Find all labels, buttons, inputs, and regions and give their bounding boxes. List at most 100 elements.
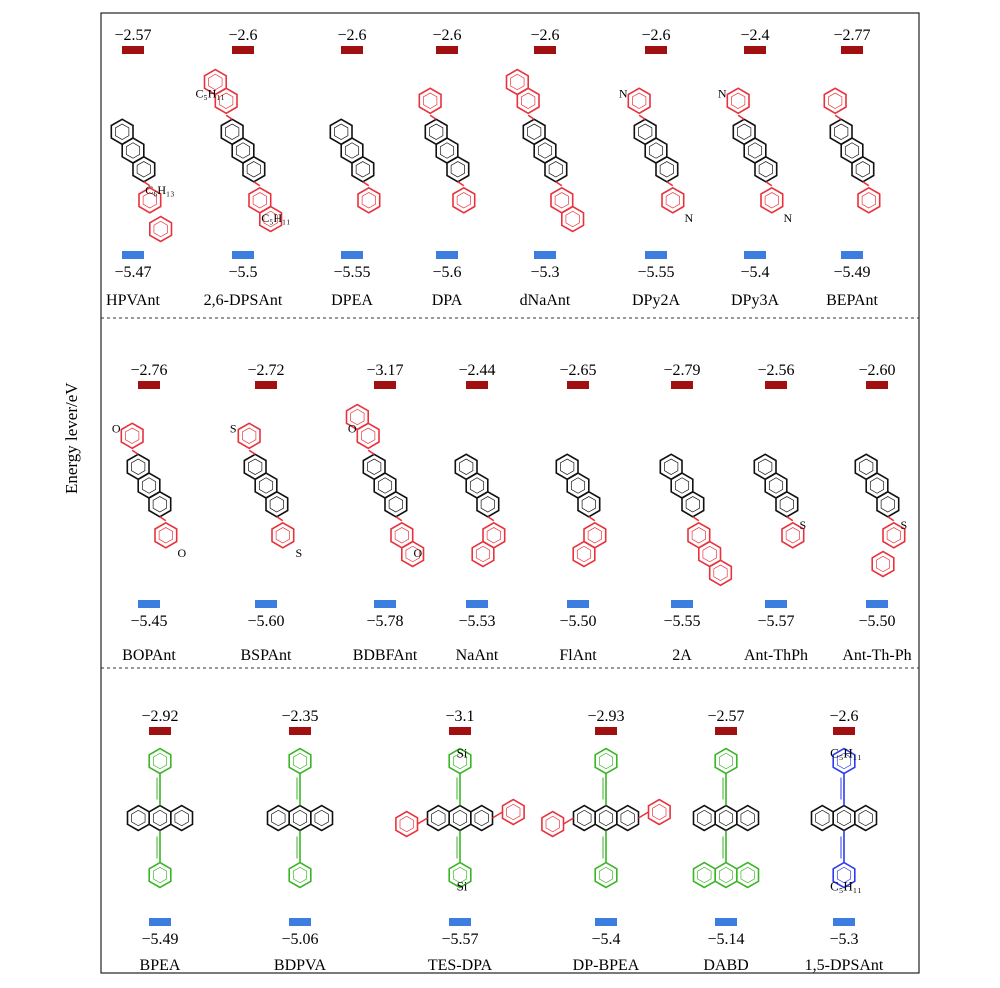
lumo-level-bar — [341, 46, 363, 54]
lumo-value: −2.44 — [458, 362, 495, 379]
aromatic-ring — [400, 540, 425, 568]
aromatic-ring — [876, 490, 900, 518]
aromatic-ring-inner — [474, 809, 489, 827]
aromatic-ring — [266, 804, 291, 832]
aromatic-ring — [775, 490, 799, 518]
substituent-label: C₅H₁₁ — [196, 86, 225, 100]
lumo-value: −2.76 — [130, 362, 167, 379]
lumo-value: −2.6 — [228, 27, 257, 44]
aromatic-ring — [309, 804, 334, 832]
aromatic-ring — [760, 186, 784, 214]
bond — [692, 516, 700, 522]
aromatic-ring-inner — [836, 752, 852, 770]
aromatic-ring-inner — [423, 92, 438, 109]
substituent-label: S — [900, 518, 907, 532]
aromatic-ring — [265, 490, 289, 518]
aromatic-ring-inner — [779, 496, 794, 513]
aromatic-ring — [288, 861, 312, 889]
bond — [555, 181, 563, 187]
homo-value: −5.3 — [530, 264, 559, 281]
lumo-value: −2.79 — [663, 362, 700, 379]
aromatic-ring-inner — [652, 803, 667, 821]
homo-level-bar — [449, 918, 471, 926]
aromatic-ring-inner — [456, 192, 471, 209]
aromatic-ring — [170, 804, 194, 832]
aromatic-ring-inner — [815, 809, 830, 827]
lumo-level-bar — [232, 46, 254, 54]
lumo-value: −2.4 — [740, 27, 769, 44]
aromatic-ring — [692, 861, 717, 889]
homo-level-bar — [595, 918, 617, 926]
aromatic-ring-inner — [576, 545, 592, 563]
aromatic-ring-inner — [664, 458, 679, 475]
aromatic-ring-inner — [174, 809, 189, 827]
aromatic-ring-inner — [271, 809, 286, 827]
molecule-name: HPVAnt — [106, 292, 161, 309]
aromatic-ring-inner — [834, 123, 849, 140]
substituent-label: C₆H₁₃ — [145, 183, 174, 197]
aromatic-ring-inner — [570, 477, 586, 494]
aromatic-ring-inner — [598, 752, 614, 770]
aromatic-ring — [148, 490, 172, 518]
aromatic-ring-inner — [334, 123, 349, 140]
bond — [367, 449, 375, 455]
aromatic-ring-inner — [861, 192, 876, 209]
aromatic-ring — [132, 155, 156, 183]
aromatic-ring-inner — [153, 220, 168, 238]
aromatic-ring-inner — [758, 161, 773, 178]
aromatic-ring — [754, 155, 778, 183]
bond — [225, 114, 233, 120]
aromatic-ring — [418, 87, 442, 115]
bond — [638, 811, 649, 819]
aromatic-ring-inner — [554, 192, 569, 209]
molecule-name: DABD — [703, 957, 748, 974]
lumo-level-bar — [436, 46, 458, 54]
lumo-level-bar — [765, 381, 787, 389]
aromatic-ring-inner — [527, 123, 542, 140]
aromatic-ring-inner — [152, 866, 168, 884]
lumo-level-bar — [534, 46, 556, 54]
aromatic-ring — [853, 804, 878, 832]
aromatic-ring — [469, 804, 494, 832]
molecule-name: BEPAnt — [826, 292, 878, 309]
aromatic-ring-inner — [510, 73, 525, 91]
aromatic-ring — [681, 490, 705, 518]
substituent-label: S — [295, 546, 302, 560]
aromatic-ring — [126, 804, 150, 832]
molecule-name: 1,5-DPSAnt — [805, 957, 884, 974]
aromatic-ring-inner — [314, 809, 329, 827]
aromatic-ring-inner — [248, 458, 263, 475]
lumo-value: −2.6 — [337, 27, 366, 44]
lumo-level-bar — [866, 381, 888, 389]
aromatic-ring-inner — [152, 496, 167, 513]
aromatic-ring — [708, 559, 733, 587]
aromatic-ring-inner — [836, 866, 852, 884]
bond — [887, 516, 895, 522]
homo-value: −5.14 — [707, 931, 744, 948]
homo-level-bar — [671, 600, 693, 608]
aromatic-ring — [345, 403, 370, 431]
aromatic-ring-inner — [269, 496, 284, 513]
substituent-label: C₅H₁₁ — [261, 211, 290, 225]
aromatic-ring-inner — [844, 142, 860, 159]
homo-value: −5.50 — [559, 613, 596, 630]
aromatic-ring-inner — [632, 92, 647, 109]
aromatic-ring-inner — [452, 809, 468, 827]
lumo-value: −2.6 — [530, 27, 559, 44]
aromatic-ring-inner — [768, 477, 784, 494]
lumo-value: −2.6 — [641, 27, 670, 44]
aromatic-ring-inner — [577, 809, 592, 827]
aromatic-ring — [560, 205, 585, 233]
aromatic-ring — [627, 87, 651, 115]
homo-value: −5.3 — [829, 931, 858, 948]
aromatic-ring — [851, 155, 875, 183]
aromatic-ring-inner — [131, 809, 146, 827]
lumo-value: −2.35 — [281, 708, 318, 725]
aromatic-ring — [572, 540, 596, 568]
homo-level-bar — [436, 251, 458, 259]
